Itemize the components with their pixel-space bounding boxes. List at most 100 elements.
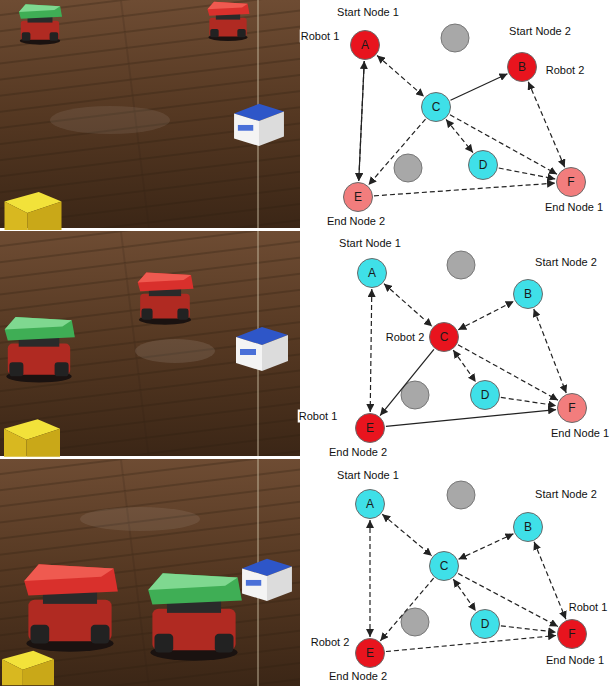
- floor-planks: [0, 459, 300, 686]
- planned-path-arrow: [446, 119, 473, 152]
- path-arrow: [451, 74, 508, 101]
- graph-node: B: [513, 512, 543, 542]
- obstacle-box: [2, 651, 54, 686]
- node-circle-shape: [430, 323, 459, 352]
- node-annotation: Robot 1: [298, 410, 339, 423]
- node-circle-shape: [471, 610, 500, 639]
- planned-path-arrow: [386, 635, 556, 651]
- graph-node: D: [468, 150, 498, 180]
- node-letter: F: [567, 176, 574, 188]
- node-letter: A: [366, 498, 374, 510]
- node-annotation: End Node 1: [550, 427, 610, 440]
- video-frame: [0, 459, 300, 686]
- planned-path-arrow: [359, 61, 365, 181]
- planned-path-arrow: [458, 301, 514, 329]
- graph-node: B: [513, 279, 543, 309]
- floor: [0, 231, 300, 456]
- robot: [138, 273, 194, 325]
- path-arrow: [380, 349, 434, 415]
- path-arrow: [386, 410, 556, 427]
- obstacle-circle: [447, 251, 475, 279]
- obstacle-box: [5, 192, 62, 230]
- graph-node: C: [429, 322, 459, 352]
- node-annotation: Start Node 2: [534, 256, 598, 269]
- graph-node: A: [350, 30, 380, 60]
- planned-path-arrow: [368, 119, 425, 185]
- node-circle-shape: [469, 151, 498, 180]
- floor: [0, 459, 300, 686]
- obstacle-box: [236, 327, 288, 371]
- planned-path-arrow: [450, 115, 557, 174]
- planned-path-arrow: [382, 514, 431, 555]
- obstacle-circle: [394, 154, 422, 182]
- node-annotation: Robot 2: [545, 64, 586, 77]
- node-circle-shape: [558, 620, 587, 649]
- graph-node: E: [355, 638, 385, 668]
- node-circle-shape: [351, 31, 380, 60]
- node-letter: D: [479, 159, 488, 171]
- node-annotation: End Node 2: [328, 446, 388, 459]
- robot: [5, 317, 75, 383]
- obstacle-box: [242, 559, 292, 601]
- planned-path-arrow: [453, 579, 476, 611]
- node-letter: D: [481, 618, 490, 630]
- graph-node: F: [556, 167, 586, 197]
- node-annotation: Robot 1: [568, 601, 609, 614]
- node-annotation: Robot 2: [310, 636, 351, 649]
- floor: [0, 0, 300, 228]
- node-annotation: End Node 2: [328, 670, 388, 683]
- robot: [24, 564, 118, 651]
- planned-path-arrow: [377, 56, 424, 97]
- reflection: [135, 339, 215, 363]
- node-letter: E: [354, 191, 362, 203]
- graph-node: E: [355, 413, 385, 443]
- video-frame: [0, 0, 300, 230]
- floor-planks: [0, 231, 300, 456]
- planned-path-arrow: [501, 626, 556, 632]
- node-annotation: End Node 2: [326, 215, 386, 228]
- node-annotation: Start Node 1: [336, 469, 400, 482]
- planned-path-arrow: [370, 289, 372, 412]
- graph-node: C: [429, 551, 459, 581]
- graph-node: E: [343, 182, 373, 212]
- planned-path-arrow: [534, 309, 566, 393]
- node-circle-shape: [430, 552, 459, 581]
- node-circle-shape: [514, 280, 543, 309]
- node-letter: D: [481, 389, 490, 401]
- reflection: [80, 507, 200, 531]
- node-circle-shape: [356, 639, 385, 668]
- planned-path-arrow: [501, 397, 556, 405]
- planned-path-arrow: [384, 284, 432, 327]
- node-annotation: Robot 2: [385, 331, 426, 344]
- node-circle-shape: [344, 183, 373, 212]
- node-letter: A: [361, 39, 369, 51]
- video-frame: [0, 231, 300, 457]
- planned-path-arrow: [528, 82, 564, 168]
- node-annotation: Start Node 1: [338, 237, 402, 250]
- path-arrow: [359, 61, 365, 181]
- node-letter: C: [440, 560, 449, 572]
- graph-node: F: [557, 393, 587, 423]
- graph-node: B: [507, 52, 537, 82]
- reflection: [50, 106, 170, 134]
- node-circle-shape: [508, 53, 537, 82]
- node-annotation: Start Node 1: [336, 6, 400, 19]
- planned-path-arrow: [459, 534, 514, 560]
- node-circle-shape: [557, 168, 586, 197]
- node-letter: E: [366, 422, 374, 434]
- node-annotation: End Node 1: [545, 654, 605, 667]
- robot: [207, 2, 249, 41]
- planned-path-arrow: [534, 542, 566, 619]
- node-annotation: Start Node 2: [534, 488, 598, 501]
- node-letter: C: [440, 331, 449, 343]
- node-circle-shape: [471, 381, 500, 410]
- obstacle-circle: [447, 481, 475, 509]
- node-letter: B: [518, 61, 526, 73]
- planned-path-arrow: [369, 520, 370, 637]
- node-letter: F: [568, 628, 575, 640]
- node-circle-shape: [356, 414, 385, 443]
- node-circle-shape: [356, 490, 385, 519]
- graph-node: C: [421, 92, 451, 122]
